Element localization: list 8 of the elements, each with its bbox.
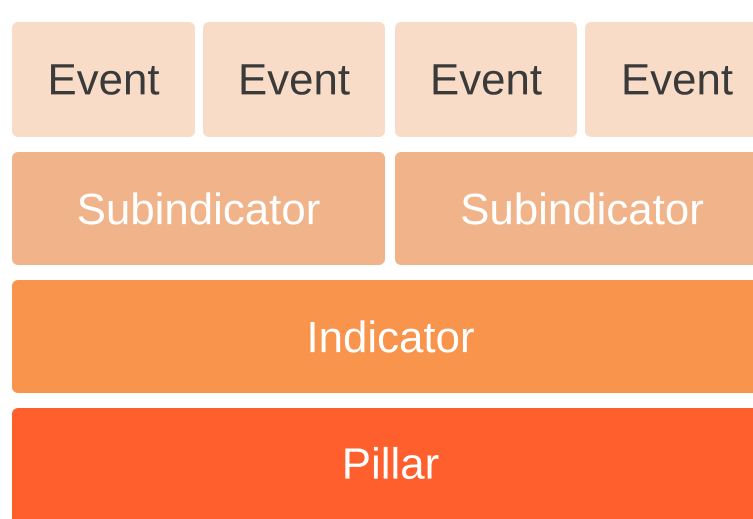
event-box: Event [395,22,577,137]
event-box: Event [585,22,753,137]
subindicator-box: Subindicator [12,152,385,265]
event-box: Event [12,22,195,137]
indicator-band: Indicator [12,280,753,393]
event-box: Event [203,22,385,137]
subindicator-box: Subindicator [395,152,753,265]
pillar-band: Pillar [12,408,753,519]
